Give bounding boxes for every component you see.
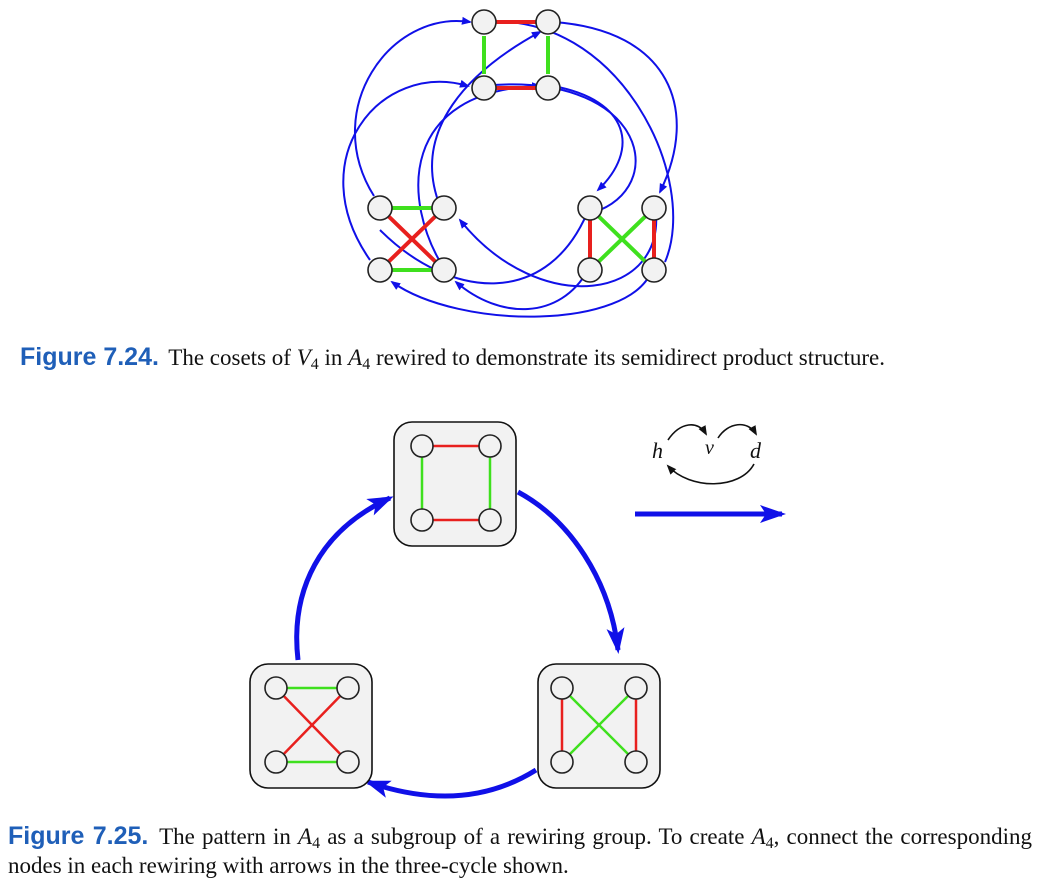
figure-7-24-diagram — [342, 9, 678, 318]
node — [624, 750, 648, 774]
node — [367, 257, 393, 283]
rewiring-box-right — [537, 663, 661, 789]
figure-label: Figure 7.25. — [8, 822, 149, 850]
node — [471, 9, 497, 35]
rewiring-box-left — [249, 663, 373, 789]
node — [641, 195, 667, 221]
node — [431, 257, 457, 283]
node — [641, 257, 667, 283]
node — [535, 75, 561, 101]
node — [550, 750, 574, 774]
node — [478, 434, 502, 458]
figure-7-24-caption: Figure 7.24. The cosets of V4 in A4 rewi… — [20, 343, 885, 373]
rewiring-box-top — [393, 421, 517, 547]
node — [431, 195, 457, 221]
coset-right — [577, 195, 667, 283]
node — [550, 676, 574, 700]
node — [577, 195, 603, 221]
coset-top — [471, 9, 561, 101]
node — [471, 75, 497, 101]
node — [478, 508, 502, 532]
node — [624, 676, 648, 700]
cycle-legend: h v d — [635, 423, 786, 523]
coset-arrows — [342, 16, 678, 318]
node — [336, 676, 360, 700]
node — [410, 434, 434, 458]
node — [336, 750, 360, 774]
legend-v: v — [705, 437, 714, 459]
coset-left — [367, 195, 457, 283]
three-cycle-arrows — [294, 489, 625, 799]
node — [264, 750, 288, 774]
legend-d: d — [750, 438, 762, 463]
figure-7-25-diagram: h v d — [249, 421, 786, 799]
legend-h: h — [652, 438, 663, 463]
node — [367, 195, 393, 221]
node — [535, 9, 561, 35]
figure-label: Figure 7.24. — [20, 343, 159, 371]
node — [264, 676, 288, 700]
figure-7-25-caption: Figure 7.25. The pattern in A4 as a subg… — [8, 822, 1032, 878]
node — [410, 508, 434, 532]
node — [577, 257, 603, 283]
